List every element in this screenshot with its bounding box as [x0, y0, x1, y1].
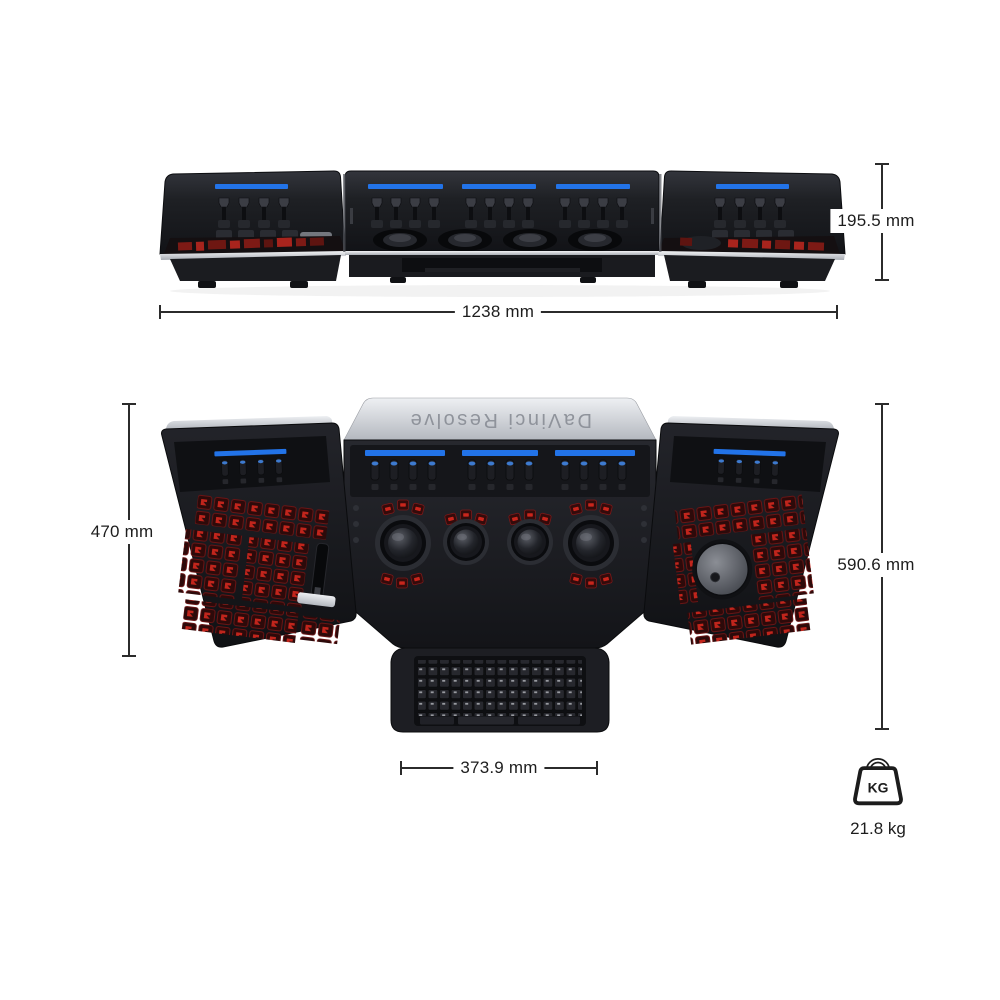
front-view-illustration [159, 170, 846, 297]
top-right-wing [643, 416, 839, 648]
trackballs [375, 515, 619, 571]
red-key-deck [659, 236, 840, 254]
kg-weight-icon: KG [853, 758, 903, 806]
red-key-grids [178, 494, 341, 645]
lcd-strip [462, 184, 536, 189]
front-center-section [344, 170, 660, 283]
dimension-label-keyboard-width: 373.9 mm [453, 756, 545, 780]
red-key-deck [164, 236, 345, 254]
dimension-label-front-height: 195.5 mm [830, 209, 922, 233]
foot [780, 281, 798, 288]
foot [198, 281, 216, 288]
lcd-strip [462, 450, 538, 456]
trackballs-front [373, 229, 622, 251]
red-key-grids [672, 494, 814, 645]
keyboard [418, 660, 582, 716]
foot [688, 281, 706, 288]
weight-spec: KG 21.8 kg [840, 752, 916, 839]
foot [390, 277, 406, 283]
lcd-strip [555, 450, 635, 456]
lcd-strip [713, 448, 786, 457]
top-left-wing [161, 416, 357, 648]
side-buttons [353, 505, 647, 543]
foot [580, 277, 596, 283]
foot [290, 281, 308, 288]
lcd-strip [556, 184, 630, 189]
top-view-illustration: DaVinci Resolve [161, 397, 839, 733]
front-right-wing [658, 170, 846, 288]
dimension-label-wing-height: 470 mm [83, 520, 161, 544]
kg-icon-label: KG [868, 780, 889, 796]
silver-trim [160, 251, 346, 260]
silver-trim [345, 251, 659, 255]
top-center-section [343, 439, 657, 649]
silver-trim [658, 251, 845, 260]
t-bar-fader-handle [297, 592, 336, 608]
weight-value: 21.8 kg [850, 819, 906, 838]
spacebar [458, 716, 514, 725]
dimension-label-overall-depth: 590.6 mm [830, 553, 922, 577]
lcd-strip [716, 184, 789, 189]
lcd-strip [215, 184, 288, 189]
lcd-strip [365, 450, 445, 456]
keyboard-tray [390, 647, 610, 733]
dimension-label-front-width: 1238 mm [454, 300, 542, 324]
back-panel: DaVinci Resolve [343, 397, 657, 441]
lcd-strip [214, 448, 287, 457]
lcd-strip [368, 184, 443, 189]
jog-wheel [692, 539, 753, 600]
brand-text: DaVinci Resolve [408, 409, 592, 431]
front-left-wing [159, 170, 346, 288]
